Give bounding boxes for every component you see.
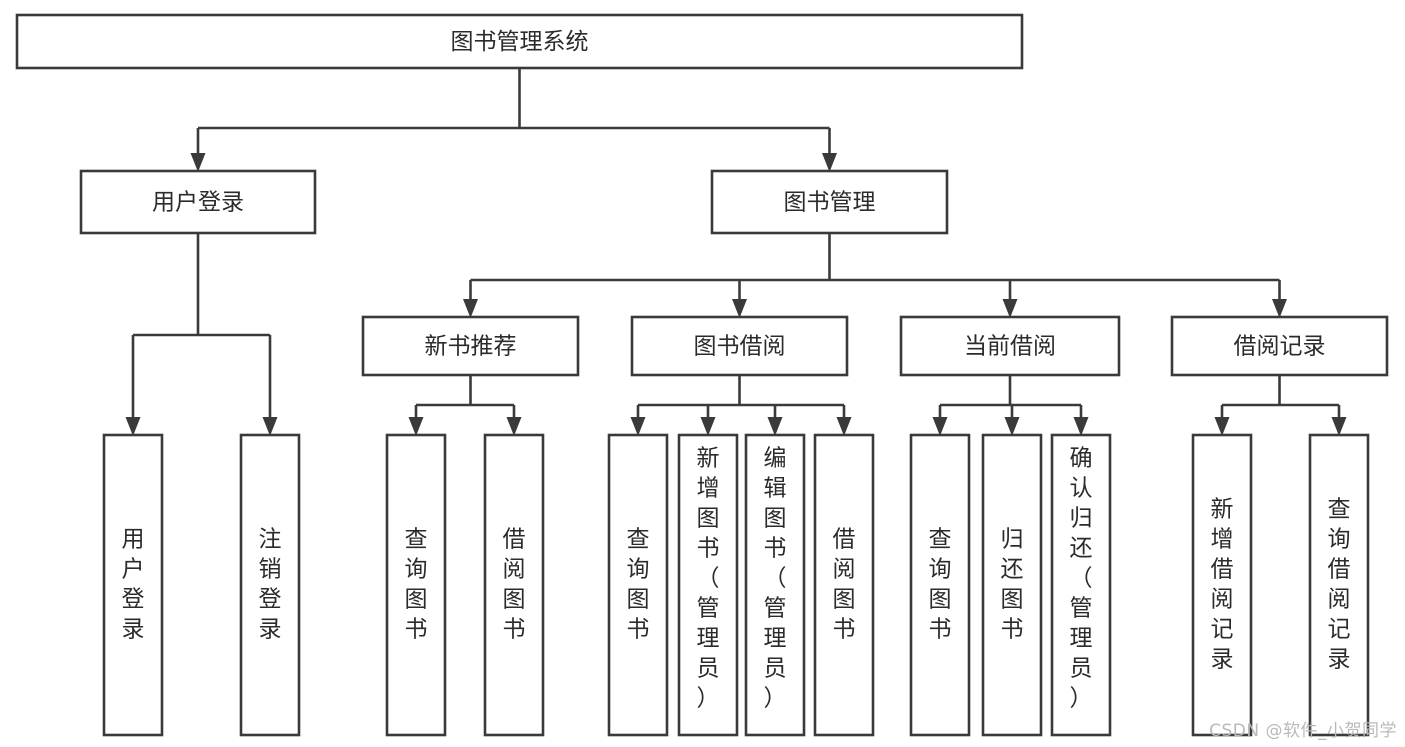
node-box[interactable] — [1191, 433, 1253, 737]
arrowhead-icon — [125, 417, 141, 436]
node-label: 借阅图书 — [503, 527, 526, 643]
node-label: 查询图书 — [405, 527, 428, 643]
node-label: 借阅记录 — [1234, 334, 1326, 360]
node-leaf-edit-book[interactable]: 编辑图书（管理员） — [744, 433, 806, 737]
connector-group-user-login — [125, 233, 278, 436]
node-label: 用户登录 — [152, 190, 244, 216]
node-leaf-query-book-2[interactable]: 查询图书 — [607, 433, 669, 737]
node-label: 新增借阅记录 — [1211, 497, 1234, 673]
node-box[interactable] — [981, 433, 1043, 737]
node-label: 查询图书 — [627, 527, 650, 643]
node-label: 查询图书 — [929, 527, 952, 643]
node-box[interactable] — [630, 315, 849, 377]
connector-group-new-book-recommend — [408, 375, 522, 436]
node-box[interactable] — [239, 433, 301, 737]
node-book-manage[interactable]: 图书管理 — [710, 169, 949, 235]
arrowhead-icon — [408, 417, 424, 436]
arrowhead-icon — [262, 417, 278, 436]
arrowhead-icon — [836, 417, 852, 436]
arrowhead-icon — [767, 417, 783, 436]
arrowhead-icon — [630, 417, 646, 436]
node-current-borrow[interactable]: 当前借阅 — [899, 315, 1121, 377]
node-box[interactable] — [15, 13, 1024, 70]
node-label: 编辑图书（管理员） — [764, 446, 787, 712]
connector-group-book-manage — [463, 233, 1287, 318]
arrowhead-icon — [1331, 417, 1347, 436]
node-layer: 图书管理系统用户登录图书管理新书推荐图书借阅当前借阅借阅记录用户登录注销登录查询… — [15, 13, 1389, 737]
node-leaf-borrow-book-1[interactable]: 借阅图书 — [483, 433, 545, 737]
node-leaf-query-book-1[interactable]: 查询图书 — [385, 433, 447, 737]
node-label: 注销登录 — [259, 527, 282, 643]
node-label: 新增图书（管理员） — [697, 446, 720, 712]
connector-group-root — [190, 68, 837, 172]
arrowhead-icon — [1272, 299, 1287, 318]
connector-group-book-borrow — [630, 375, 852, 436]
connector-layer — [125, 68, 1347, 436]
node-box[interactable] — [813, 433, 875, 737]
node-box[interactable] — [607, 433, 669, 737]
node-box[interactable] — [361, 315, 580, 377]
node-label: 图书管理 — [784, 190, 876, 216]
node-box[interactable] — [483, 433, 545, 737]
node-label: 当前借阅 — [964, 334, 1056, 360]
node-label: 确认归还（管理员） — [1070, 446, 1093, 712]
node-box[interactable] — [899, 315, 1121, 377]
node-leaf-query-record[interactable]: 查询借阅记录 — [1308, 433, 1370, 737]
node-borrow-record[interactable]: 借阅记录 — [1170, 315, 1389, 377]
arrowhead-icon — [463, 299, 478, 318]
node-root[interactable]: 图书管理系统 — [15, 13, 1024, 70]
node-leaf-add-record[interactable]: 新增借阅记录 — [1191, 433, 1253, 737]
arrowhead-icon — [732, 299, 747, 318]
node-label: 归还图书 — [1001, 527, 1024, 643]
node-box[interactable] — [1050, 433, 1112, 737]
node-leaf-borrow-book-2[interactable]: 借阅图书 — [813, 433, 875, 737]
node-leaf-query-book-3[interactable]: 查询图书 — [909, 433, 971, 737]
node-label: 借阅图书 — [833, 527, 856, 643]
node-box[interactable] — [1170, 315, 1389, 377]
arrowhead-icon — [700, 417, 716, 436]
arrowhead-icon — [822, 153, 837, 172]
node-label: 用户登录 — [122, 527, 145, 643]
node-box[interactable] — [710, 169, 949, 235]
node-leaf-return-book[interactable]: 归还图书 — [981, 433, 1043, 737]
node-box[interactable] — [909, 433, 971, 737]
arrowhead-icon — [190, 153, 206, 172]
arrowhead-icon — [1214, 417, 1230, 436]
arrowhead-icon — [1073, 417, 1089, 436]
arrowhead-icon — [1002, 299, 1018, 318]
node-box[interactable] — [1308, 433, 1370, 737]
node-box[interactable] — [385, 433, 447, 737]
node-label: 图书管理系统 — [451, 29, 589, 55]
arrowhead-icon — [1004, 417, 1020, 436]
node-leaf-logout[interactable]: 注销登录 — [239, 433, 301, 737]
connector-group-current-borrow — [932, 375, 1089, 436]
node-leaf-add-book[interactable]: 新增图书（管理员） — [677, 433, 739, 737]
node-box[interactable] — [677, 433, 739, 737]
node-box[interactable] — [102, 433, 164, 737]
node-book-borrow[interactable]: 图书借阅 — [630, 315, 849, 377]
node-box[interactable] — [79, 169, 317, 235]
node-leaf-confirm-return[interactable]: 确认归还（管理员） — [1050, 433, 1112, 737]
node-user-login[interactable]: 用户登录 — [79, 169, 317, 235]
node-leaf-user-login[interactable]: 用户登录 — [102, 433, 164, 737]
arrowhead-icon — [506, 417, 522, 436]
connector-group-borrow-record — [1214, 375, 1347, 436]
node-label: 新书推荐 — [425, 334, 517, 360]
node-label: 图书借阅 — [694, 334, 786, 360]
node-box[interactable] — [744, 433, 806, 737]
node-new-book-recommend[interactable]: 新书推荐 — [361, 315, 580, 377]
node-label: 查询借阅记录 — [1328, 497, 1351, 673]
arrowhead-icon — [932, 417, 948, 436]
